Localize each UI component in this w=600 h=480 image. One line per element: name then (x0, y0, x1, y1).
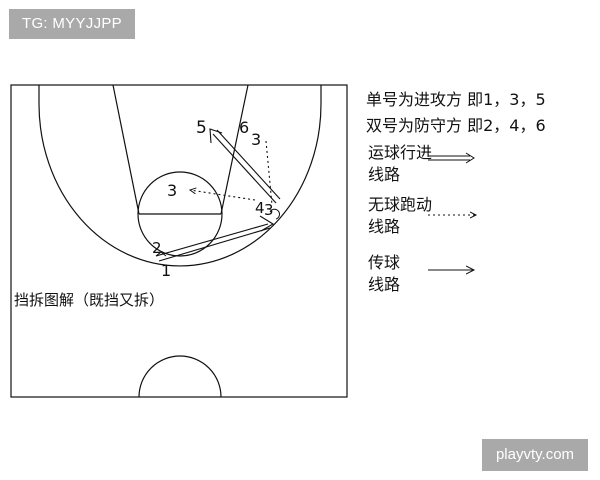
dribble-path-inner (158, 227, 271, 262)
watermark-bottom: playvty.com (482, 439, 588, 471)
legend-line-offense: 单号为进攻方 即1，3，5 (366, 90, 546, 109)
legend-dribble-label: 运球行进线路 (368, 143, 433, 184)
screen-mark-2 (155, 251, 167, 257)
player-6: 6 (239, 118, 249, 137)
legend-dribble-arrowhead (465, 152, 475, 164)
legend-line-defense: 双号为防守方 即2，4，6 (366, 116, 546, 135)
run-path-vertical (265, 140, 273, 206)
player-3-right: 3 (264, 201, 274, 219)
court-boundary (10, 84, 348, 398)
player-5: 5 (196, 118, 207, 138)
free-throw-circle (137, 171, 223, 257)
player-3-left: 3 (167, 181, 177, 200)
dribble-path-4-to-5-b (216, 129, 281, 200)
legend-pass-label: 传球线路 (368, 253, 401, 294)
legend-run-label: 无球跑动线路 (368, 195, 433, 236)
dribble-path-outer (155, 223, 269, 257)
dribble-arrowhead (259, 215, 275, 232)
dribble-arrowhead-top (209, 128, 223, 144)
center-circle (138, 355, 222, 398)
run-path-horizontal (190, 190, 256, 201)
watermark-top: TG: MYYJJPP (9, 9, 135, 39)
screen-mark-3 (269, 208, 280, 220)
player-3-top: 3 (251, 130, 261, 149)
player-1: 1 (161, 261, 171, 280)
dribble-path-4-to-5-a (212, 133, 277, 204)
lane-line-left (112, 84, 140, 215)
diagram-caption: 挡拆图解（既挡又拆） (14, 291, 164, 309)
player-4: 4 (255, 199, 265, 217)
three-point-arc (38, 85, 322, 267)
player-2: 2 (152, 239, 162, 257)
